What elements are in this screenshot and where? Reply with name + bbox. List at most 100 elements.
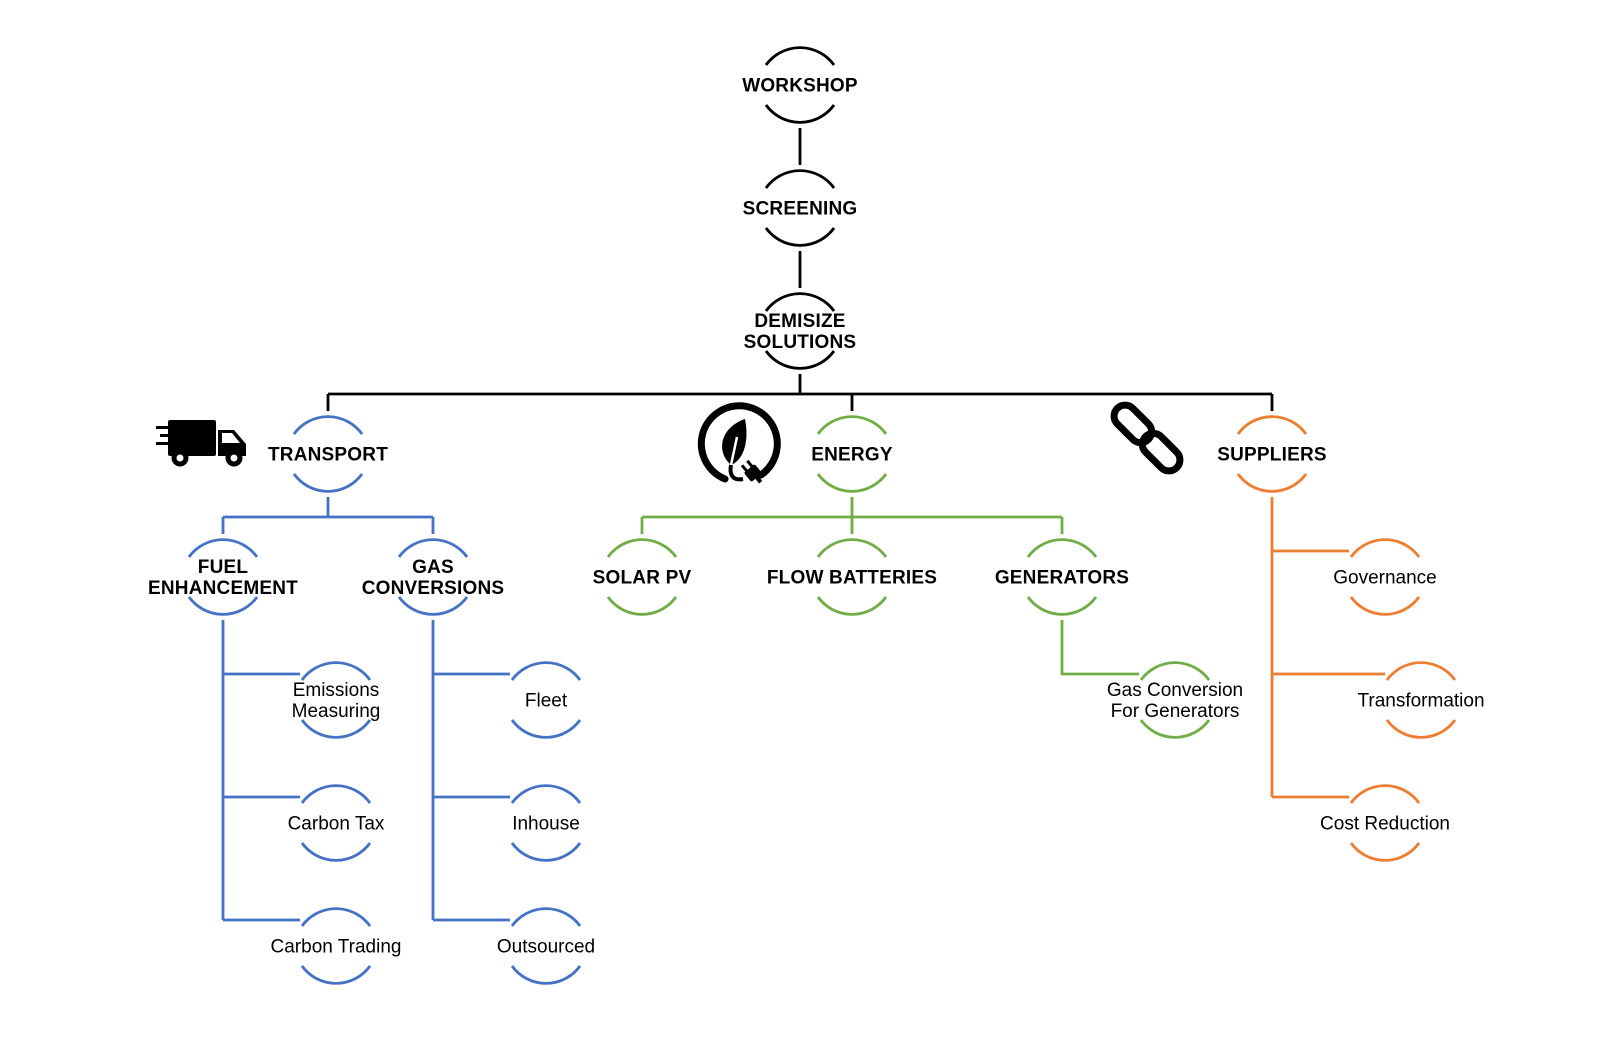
cost-reduction-label: Cost Reduction [1320,814,1450,835]
suppliers-label-line: SUPPLIERS [1217,445,1327,466]
fleet-label-line: Fleet [525,691,568,712]
connector-transport-children [221,497,435,534]
emissions-measuring-label-line: Measuring [292,701,381,722]
screening-bottom-arc [764,227,836,247]
flow-batteries-bottom-arc [816,596,888,616]
workshop-bottom-arc [764,104,836,124]
fleet-top-arc [510,661,582,681]
fleet-label: Fleet [525,691,568,712]
workshop-top-arc [764,46,836,66]
carbon-trading-top-arc [300,907,372,927]
transformation-label-line: Transformation [1357,691,1484,712]
connector-generators-child [1060,620,1139,676]
suppliers-top-arc [1236,415,1308,435]
outsourced-label: Outsourced [497,937,595,958]
carbon-tax-label: Carbon Tax [288,814,385,835]
energy-bottom-arc [816,473,888,493]
gas-conversions-top-arc [397,538,469,558]
screening-label-line: SCREENING [743,199,858,220]
demisize-label-line: SOLUTIONS [744,332,857,353]
solar-pv-label-line: SOLAR PV [593,568,692,589]
transport-label-line: TRANSPORT [268,445,388,466]
chain-link-icon [1110,401,1184,475]
outsourced-top-arc [510,907,582,927]
connector-fuel-enhancement-children [221,620,300,922]
solar-pv-top-arc [606,538,678,558]
eco-plug-leaf-icon [697,402,781,484]
transport-bottom-arc [292,473,364,493]
energy-top-arc [816,415,888,435]
screening-label: SCREENING [743,199,858,220]
gas-conversions-bottom-arc [397,596,469,616]
connector-suppliers-children [1270,497,1385,799]
emissions-measuring-top-arc [300,661,372,681]
suppliers-bottom-arc [1236,473,1308,493]
governance-label-line: Governance [1333,568,1437,589]
transport-label: TRANSPORT [268,445,388,466]
screening-top-arc [764,169,836,189]
carbon-trading-label: Carbon Trading [271,937,402,958]
gas-conversion-generators-top-arc [1139,661,1211,681]
emissions-measuring-label-line: Emissions [293,680,380,701]
governance-bottom-arc [1349,596,1421,616]
outsourced-label-line: Outsourced [497,937,595,958]
demisize-top-arc [764,292,836,312]
energy-label: ENERGY [811,445,893,466]
generators-label-line: GENERATORS [995,568,1129,589]
flow-batteries-top-arc [816,538,888,558]
outsourced-bottom-arc [510,965,582,985]
suppliers-label: SUPPLIERS [1217,445,1327,466]
carbon-tax-label-line: Carbon Tax [288,814,385,835]
cost-reduction-bottom-arc [1349,842,1421,862]
transformation-top-arc [1385,661,1457,681]
governance-label: Governance [1333,568,1437,589]
generators-bottom-arc [1026,596,1098,616]
transformation-label: Transformation [1357,691,1484,712]
fuel-enhancement-label-line: ENHANCEMENT [148,578,298,599]
flow-batteries-label: FLOW BATTERIES [767,568,937,589]
cost-reduction-label-line: Cost Reduction [1320,814,1450,835]
demisize-bottom-arc [764,350,836,370]
solar-pv-label: SOLAR PV [593,568,692,589]
flow-batteries-label-line: FLOW BATTERIES [767,568,937,589]
fuel-enhancement-top-arc [187,538,259,558]
cost-reduction-top-arc [1349,784,1421,804]
workshop-label-line: WORKSHOP [742,76,858,97]
carbon-trading-bottom-arc [300,965,372,985]
connectors [221,128,1385,922]
generators-label: GENERATORS [995,568,1129,589]
fuel-enhancement-label-line: FUEL [198,557,249,578]
connector-gas-conversions-children [431,620,510,922]
gas-conversions-label-line: CONVERSIONS [362,578,505,599]
fleet-bottom-arc [510,719,582,739]
carbon-tax-top-arc [300,784,372,804]
carbon-tax-bottom-arc [300,842,372,862]
inhouse-label-line: Inhouse [512,814,580,835]
carbon-trading-label-line: Carbon Trading [271,937,402,958]
gas-conversion-generators-bottom-arc [1139,719,1211,739]
connector-energy-children [640,497,1064,534]
inhouse-bottom-arc [510,842,582,862]
workshop-label: WORKSHOP [742,76,858,97]
gas-conversion-generators-label-line: Gas Conversion [1107,680,1243,701]
solar-pv-bottom-arc [606,596,678,616]
governance-top-arc [1349,538,1421,558]
inhouse-label: Inhouse [512,814,580,835]
transport-top-arc [292,415,364,435]
emissions-measuring-bottom-arc [300,719,372,739]
inhouse-top-arc [510,784,582,804]
gas-conversion-generators-label-line: For Generators [1111,701,1240,722]
energy-label-line: ENERGY [811,445,893,466]
generators-top-arc [1026,538,1098,558]
demisize-label-line: DEMISIZE [754,311,845,332]
delivery-truck-icon [156,420,246,467]
transformation-bottom-arc [1385,719,1457,739]
